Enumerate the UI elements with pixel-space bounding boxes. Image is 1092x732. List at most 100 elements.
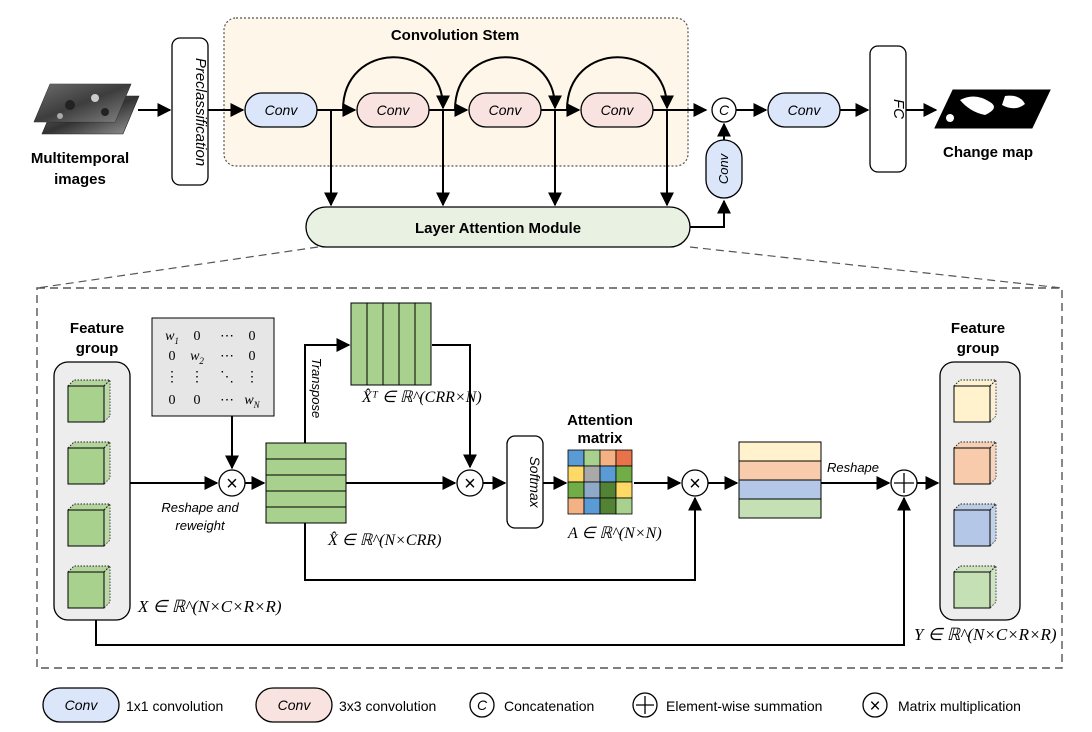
lam-output-conv-label: Conv bbox=[716, 152, 731, 184]
feature-group-right-container bbox=[939, 361, 1021, 621]
xhat-row bbox=[265, 458, 347, 476]
skip-arc-3 bbox=[566, 56, 674, 111]
feature-cube-right-2 bbox=[952, 440, 998, 486]
matrix-cell: 0 bbox=[169, 393, 176, 408]
change-map-label: Change map bbox=[943, 144, 1033, 161]
weighted-feature-stack bbox=[738, 441, 822, 519]
feature-group-left-container bbox=[53, 361, 131, 621]
attention-cell bbox=[615, 497, 633, 515]
matrix-cell: ⋮ bbox=[245, 370, 259, 385]
legend-matmul-symbol-text: × bbox=[869, 696, 880, 717]
feature-group-right-cubes bbox=[952, 378, 998, 610]
attention-cell bbox=[583, 449, 601, 467]
stem-conv-1x1-label: Conv bbox=[265, 102, 299, 118]
xhat-row bbox=[265, 506, 347, 524]
input-label-line2: images bbox=[54, 171, 106, 188]
matrix-cell: 0 bbox=[249, 349, 256, 364]
xhat-transpose-matrix bbox=[350, 302, 432, 386]
y-tensor-label: Y ∈ ℝ^(N×C×R×R) bbox=[914, 625, 1057, 644]
attention-cell bbox=[615, 465, 633, 483]
feature-group-right-line2: group bbox=[957, 340, 1000, 357]
reshape-label: Reshape bbox=[827, 460, 879, 475]
xhat-transpose-col bbox=[382, 302, 400, 386]
matrix-cell: ⋱ bbox=[220, 370, 234, 385]
attention-cell bbox=[567, 449, 585, 467]
skip-arc-1 bbox=[342, 56, 450, 111]
attention-multiply-symbol: × bbox=[464, 473, 476, 495]
x-tensor-label: X ∈ ℝ^(N×C×R×R) bbox=[137, 597, 282, 616]
matrix-cell: 0 bbox=[194, 329, 201, 344]
convolution-stem-box bbox=[223, 17, 689, 167]
concatenation-symbol: C bbox=[719, 102, 730, 118]
input-label-line1: Multitemporal bbox=[31, 150, 129, 167]
legend-conv1x1-symbol-text: Conv bbox=[65, 697, 99, 713]
feature-group-left-line2: group bbox=[76, 340, 119, 357]
layer-attention-module-label: Layer Attention Module bbox=[415, 220, 581, 237]
legend-concat-symbol-text: C bbox=[477, 697, 488, 713]
attention-cell bbox=[567, 465, 585, 483]
attention-matrix-label: A ∈ ℝ^(N×N) bbox=[567, 525, 662, 542]
convolution-stem-title: Convolution Stem bbox=[391, 27, 519, 44]
feature-cube-left-3 bbox=[66, 502, 112, 548]
matrix-cell: ⋯ bbox=[220, 329, 234, 344]
attention-cell bbox=[567, 481, 585, 499]
change-map-image bbox=[934, 89, 1051, 129]
matrix-cell: 0 bbox=[169, 349, 176, 364]
weight-matrix-box bbox=[151, 317, 275, 417]
xhat-transpose-col bbox=[366, 302, 384, 386]
xhat-label: X̂ ∈ ℝ^(N×CRR) bbox=[327, 530, 441, 549]
feature-cube-right-4 bbox=[952, 564, 998, 610]
legend-conv1x1-symbol bbox=[42, 687, 120, 723]
feature-group-right-line1: Feature bbox=[951, 320, 1005, 337]
legend-concat-symbol bbox=[469, 692, 495, 718]
reshape-reweight-line2: reweight bbox=[175, 518, 226, 533]
reshape-reweight-line1: Reshape and bbox=[161, 500, 239, 515]
legend-sum-label: Element-wise summation bbox=[666, 698, 822, 714]
feature-cube-left-2 bbox=[66, 440, 112, 486]
legend-conv3x3-label: 3x3 convolution bbox=[339, 698, 436, 714]
attention-matrix-line1: Attention bbox=[567, 412, 633, 429]
final-conv-label: Conv bbox=[788, 102, 822, 118]
legend-matmul-label: Matrix multiplication bbox=[898, 698, 1021, 714]
xhat-transpose-col bbox=[350, 302, 368, 386]
stem-conv-3x3-c-label: Conv bbox=[601, 102, 635, 118]
attention-cell bbox=[599, 449, 617, 467]
stem-conv-3x3-a-label: Conv bbox=[377, 102, 411, 118]
matrix-cell: 0 bbox=[249, 329, 256, 344]
matrix-cell: 0 bbox=[194, 393, 201, 408]
attention-cell bbox=[583, 465, 601, 483]
legend-matmul-symbol bbox=[862, 692, 888, 718]
legend-conv1x1-label: 1x1 convolution bbox=[126, 698, 223, 714]
lam-detail-box bbox=[36, 287, 1063, 669]
legend-concat-label: Concatenation bbox=[504, 698, 594, 714]
preclassification-box bbox=[171, 37, 209, 186]
attention-cell bbox=[615, 449, 633, 467]
attention-cell bbox=[567, 497, 585, 515]
transpose-label: Transpose bbox=[309, 358, 324, 418]
input-images-stack bbox=[33, 83, 140, 135]
skip-arc-2 bbox=[454, 56, 562, 111]
xhat-row bbox=[265, 442, 347, 460]
feature-cube-left-1 bbox=[66, 378, 112, 424]
xhat-transpose-col bbox=[414, 302, 432, 386]
feature-cube-right-3 bbox=[952, 502, 998, 548]
xhat-row bbox=[265, 490, 347, 508]
matrix-cell: ⋮ bbox=[165, 370, 179, 385]
attention-matrix-grid bbox=[567, 449, 633, 515]
legend-conv3x3-symbol bbox=[255, 687, 333, 723]
reweight-multiply-symbol: × bbox=[226, 473, 238, 495]
attention-cell bbox=[583, 497, 601, 515]
feature-group-left-cubes bbox=[66, 378, 112, 610]
matrix-cell: ⋮ bbox=[190, 370, 204, 385]
attention-cell bbox=[599, 497, 617, 515]
softmax-label: Softmax bbox=[527, 456, 543, 508]
output-multiply-symbol: × bbox=[689, 473, 701, 495]
attention-matrix-line2: matrix bbox=[577, 430, 623, 447]
preclassification-label: Preclassification bbox=[192, 58, 209, 166]
feature-cube-left-4 bbox=[66, 564, 112, 610]
matrix-cell: ⋯ bbox=[220, 349, 234, 364]
matrix-cell: ⋯ bbox=[220, 393, 234, 408]
attention-cell bbox=[599, 481, 617, 499]
xhat-row bbox=[265, 474, 347, 492]
